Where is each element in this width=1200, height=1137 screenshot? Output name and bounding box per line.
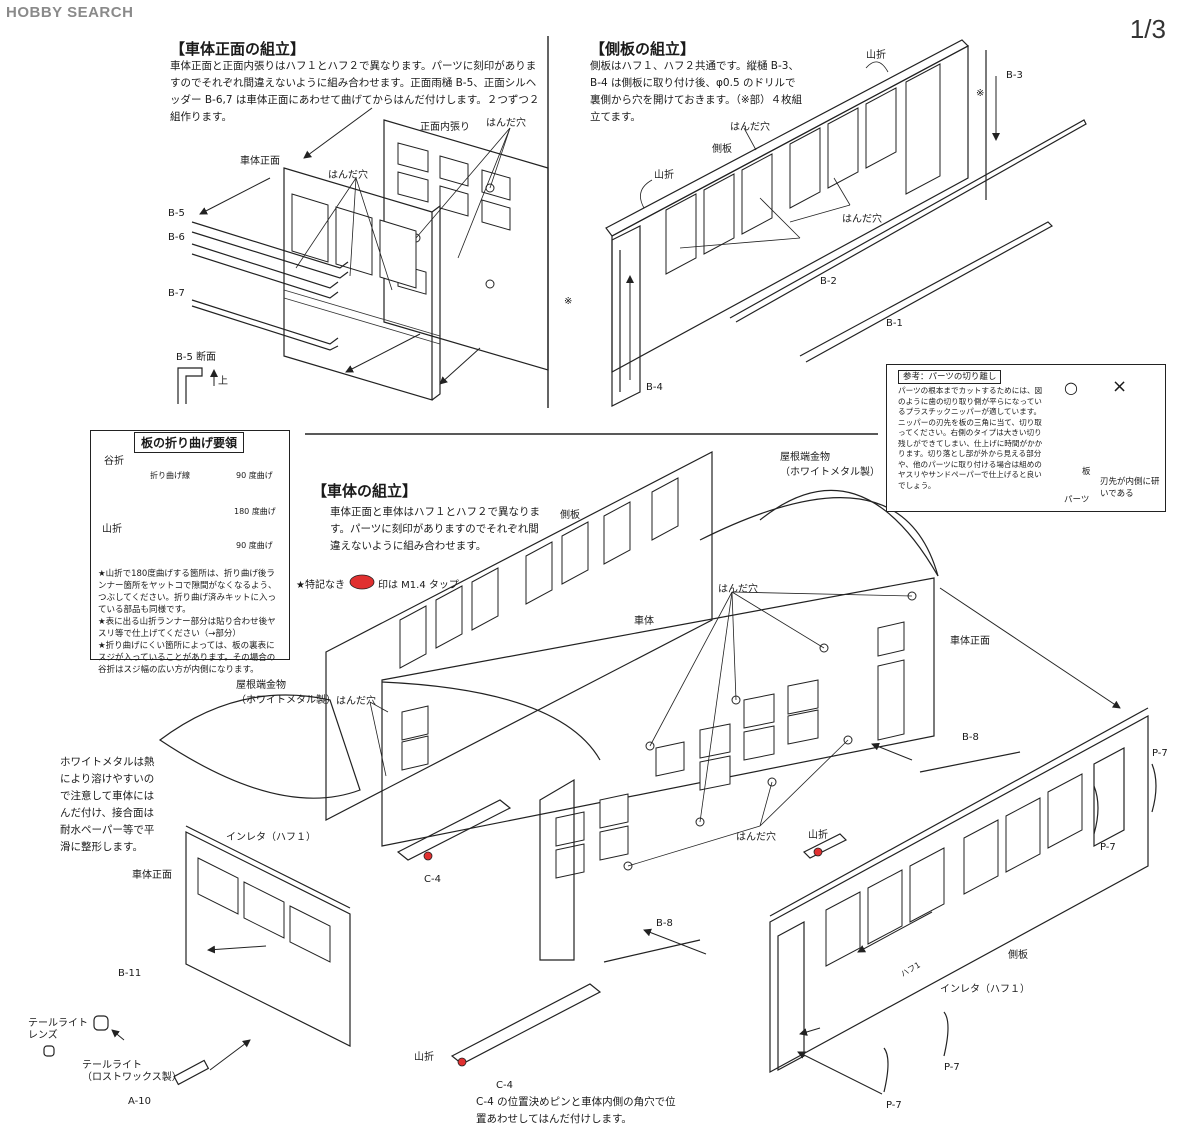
label-b4: B-4 (646, 382, 663, 393)
label-roof-end-fitting: 屋根端金物 （ホワイトメタル製） (236, 680, 336, 706)
label-parts: パーツ (1064, 495, 1090, 505)
label-b3: B-3 (1006, 70, 1023, 81)
label-inletta: インレタ（ハフ１） (940, 984, 1030, 995)
cutting-box-title: 参考：パーツの切り離し (898, 370, 1002, 384)
label-solder-hole: はんだ穴 (730, 122, 770, 133)
label-180deg: 180 度曲げ (234, 507, 276, 516)
label-inner-panel: 正面内張り (420, 122, 470, 133)
label-b2: B-2 (820, 276, 837, 287)
label-p7: P-7 (1100, 842, 1116, 853)
label-p7: P-7 (944, 1062, 960, 1073)
label-body-front: 車体正面 (950, 636, 990, 647)
label-a10: A-10 (128, 1096, 151, 1107)
label-solder-hole: はんだ穴 (328, 170, 368, 181)
label-p7: P-7 (1152, 748, 1168, 759)
label-mountain-fold: 山折 (866, 50, 886, 61)
label-b7: B-7 (168, 288, 185, 299)
label-fold-line: 折り曲げ線 (150, 471, 190, 480)
label-note-mark: ※ (564, 296, 573, 307)
label-solder-hole: はんだ穴 (842, 214, 882, 225)
label-tail-light: テールライト （ロストワックス製） (82, 1060, 182, 1083)
label-roof-end-fitting: 屋根端金物 （ホワイトメタル製） (780, 452, 880, 478)
label-mountain-fold: 山折 (654, 170, 674, 181)
label-valley-fold: 谷折 (104, 456, 124, 467)
label-solder-hole: はんだ穴 (336, 696, 376, 707)
body-assembly-text: 車体正面と車体はハフ１とハフ２で異なります。パーツに刻印がありますのでそれぞれ間… (330, 506, 540, 552)
label-90deg: 90 度曲げ (236, 471, 273, 480)
cutting-box-text: パーツの根本までカットするためには、図のように歯の切り取り側が平らになっているプ… (898, 386, 1043, 490)
label-p7: P-7 (886, 1100, 902, 1111)
label-body-front: 車体正面 (240, 156, 280, 167)
label-up: 上 (218, 376, 228, 387)
cutting-reference-box (886, 364, 1166, 512)
bending-box-title: 板の折り曲げ要領 (134, 432, 245, 453)
label-mountain-fold: 山折 (414, 1052, 434, 1063)
label-tail-lens: テールライト レンズ (28, 1018, 88, 1041)
side-assembly-title: 【側板の組立】 (590, 40, 696, 58)
label-solder-hole: はんだ穴 (486, 118, 526, 129)
tap-note-suffix: 印は M1.4 タップ (378, 580, 459, 591)
front-assembly-title: 【車体正面の組立】 (170, 40, 306, 58)
bending-note: ★山折で180度曲げする箇所は、折り曲げ後ランナー箇所をヤットコで隙間がなくなる… (98, 569, 277, 615)
bending-notes: ★山折で180度曲げする箇所は、折り曲げ後ランナー箇所をヤットコで隙間がなくなる… (98, 568, 282, 676)
label-b8: B-8 (656, 918, 673, 929)
bending-note: ★表に出る山折ランナー部分は貼り合わせ後ヤスリ等で仕上げてください（→部分） (98, 617, 276, 639)
body-assembly-art (43, 451, 1157, 1095)
label-90deg: 90 度曲げ (236, 541, 273, 550)
label-b11: B-11 (118, 968, 142, 979)
label-plate: 板 (1082, 467, 1091, 477)
label-c4: C-4 (424, 874, 441, 885)
label-solder-hole: はんだ穴 (718, 584, 758, 595)
c4-position-note: C-4 の位置決めピンと車体内側の角穴で位置あわせしてはんだ付けします。 (476, 1096, 676, 1125)
label-side-panel: 側板 (560, 510, 580, 521)
side-assembly-text: 側板はハフ１、ハフ２共通です。縦樋 B-3、B-4 は側板に取り付け後、φ0.5… (590, 60, 803, 123)
front-assembly-art (177, 107, 549, 404)
label-mountain-fold: 山折 (102, 524, 122, 535)
label-mountain-fold: 山折 (808, 830, 828, 841)
label-side-panel: 側板 (712, 144, 732, 155)
good-mark: ○ (1064, 378, 1078, 397)
label-side-panel: 側板 (1008, 950, 1028, 961)
bending-note: ★折り曲げにくい箇所によっては、板の裏表にスジが入っていることがあります。その場… (98, 641, 276, 675)
label-body-front: 車体正面 (132, 870, 172, 881)
label-b5: B-5 (168, 208, 185, 219)
bad-mark: × (1112, 376, 1128, 397)
watermark: HOBBY SEARCH (6, 4, 134, 21)
label-b1: B-1 (886, 318, 903, 329)
bad-caption: 刃先が内側に研いである (1100, 477, 1160, 499)
front-assembly-text: 車体正面と正面内張りはハフ１とハフ２で異なります。パーツに刻印がありますのでそれ… (170, 60, 540, 123)
page-number: 1/3 (1129, 14, 1166, 44)
label-inletta: インレタ（ハフ１） (226, 832, 316, 843)
bending-instructions-box (90, 430, 290, 660)
label-solder-hole: はんだ穴 (736, 832, 776, 843)
side-assembly-art (605, 39, 1087, 407)
label-c4: C-4 (496, 1080, 513, 1091)
label-body: 車体 (634, 616, 654, 627)
tap-note-prefix: ★特記なき (296, 580, 345, 591)
label-b8: B-8 (962, 732, 979, 743)
label-note-mark: ※ (976, 88, 985, 99)
body-assembly-title: 【車体の組立】 (312, 482, 418, 500)
label-b5-section: B-5 断面 (176, 352, 217, 363)
white-metal-note: ホワイトメタルは熱により溶けやすいので注意して車体にはんだ付け、接合面は耐水ペー… (60, 756, 155, 853)
label-b6: B-6 (168, 232, 185, 243)
